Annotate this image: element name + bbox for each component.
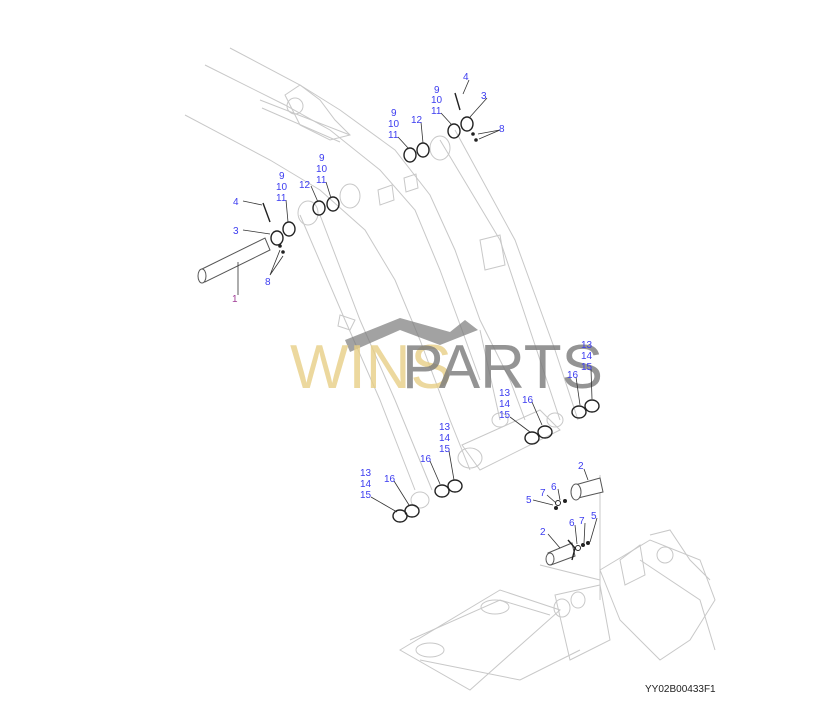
callout-13[interactable]: 13 xyxy=(360,468,372,479)
callout-16[interactable]: 16 xyxy=(522,395,534,406)
callout-9[interactable]: 9 xyxy=(391,108,397,119)
callout-11[interactable]: 11 xyxy=(316,175,327,186)
callout-8[interactable]: 8 xyxy=(265,277,271,288)
callout-7[interactable]: 7 xyxy=(540,488,546,499)
bolt-4-right xyxy=(454,92,461,111)
callout-5[interactable]: 5 xyxy=(591,511,597,522)
pin-2-upper xyxy=(570,477,604,501)
callout-9[interactable]: 9 xyxy=(434,85,440,96)
callout-5[interactable]: 5 xyxy=(526,495,532,506)
callout-14[interactable]: 14 xyxy=(581,351,593,362)
callout-9[interactable]: 9 xyxy=(319,153,325,164)
callout-12[interactable]: 12 xyxy=(299,180,311,191)
callout-13[interactable]: 13 xyxy=(581,340,593,351)
callout-11[interactable]: 11 xyxy=(388,130,399,141)
callout-14[interactable]: 14 xyxy=(499,399,511,410)
callout-10[interactable]: 10 xyxy=(388,119,400,130)
callout-13[interactable]: 13 xyxy=(439,422,451,433)
callout-6[interactable]: 6 xyxy=(551,482,557,493)
callout-12[interactable]: 12 xyxy=(411,115,423,126)
callout-15[interactable]: 15 xyxy=(439,444,451,455)
leader-lines xyxy=(237,79,598,549)
callout-16[interactable]: 16 xyxy=(420,454,432,465)
boom-linework xyxy=(184,47,579,509)
frame-linework xyxy=(399,475,716,691)
callout-15[interactable]: 15 xyxy=(581,362,593,373)
shim-left-1 xyxy=(282,221,296,237)
collar-3-right xyxy=(460,116,474,132)
shim-right-2 xyxy=(403,147,417,163)
parts xyxy=(197,92,604,566)
watermark-wins: WINS xyxy=(290,333,452,402)
watermark-logo: WINS PARTS xyxy=(290,318,603,402)
callout-10[interactable]: 10 xyxy=(431,95,443,106)
callout-2[interactable]: 2 xyxy=(578,461,584,472)
callout-13[interactable]: 13 xyxy=(499,388,511,399)
plate-12-right xyxy=(416,142,430,158)
plate-12-left xyxy=(312,200,326,216)
bolt-4-left xyxy=(262,202,271,223)
pin-1 xyxy=(197,237,271,284)
shims-13-16 xyxy=(392,399,600,523)
callout-9[interactable]: 9 xyxy=(279,171,285,182)
callout-3[interactable]: 3 xyxy=(233,226,239,237)
callout-10[interactable]: 10 xyxy=(276,182,288,193)
callout-11[interactable]: 11 xyxy=(431,106,442,117)
callout-6[interactable]: 6 xyxy=(569,518,575,529)
callouts: 1 4 3 8 9 10 11 12 9 10 11 9 10 11 12 9 … xyxy=(232,72,597,538)
shim-left-2 xyxy=(326,196,340,212)
callout-14[interactable]: 14 xyxy=(360,479,372,490)
drawing-code: YY02B00433F1 xyxy=(645,684,716,695)
shim-right-1 xyxy=(447,123,461,139)
callout-8[interactable]: 8 xyxy=(499,124,505,135)
callout-15[interactable]: 15 xyxy=(360,490,372,501)
pin-2-lower xyxy=(545,539,576,566)
callout-4[interactable]: 4 xyxy=(233,197,239,208)
callout-1[interactable]: 1 xyxy=(232,294,238,305)
callout-11[interactable]: 11 xyxy=(276,193,287,204)
callout-16[interactable]: 16 xyxy=(384,474,396,485)
callout-2[interactable]: 2 xyxy=(540,527,546,538)
callout-16[interactable]: 16 xyxy=(567,370,579,381)
collar-3-left xyxy=(270,230,284,246)
callout-7[interactable]: 7 xyxy=(579,516,585,527)
callout-4[interactable]: 4 xyxy=(463,72,469,83)
callout-3[interactable]: 3 xyxy=(481,91,487,102)
callout-14[interactable]: 14 xyxy=(439,433,451,444)
callout-15[interactable]: 15 xyxy=(499,410,511,421)
callout-10[interactable]: 10 xyxy=(316,164,328,175)
watermark-parts: PARTS xyxy=(402,333,603,402)
